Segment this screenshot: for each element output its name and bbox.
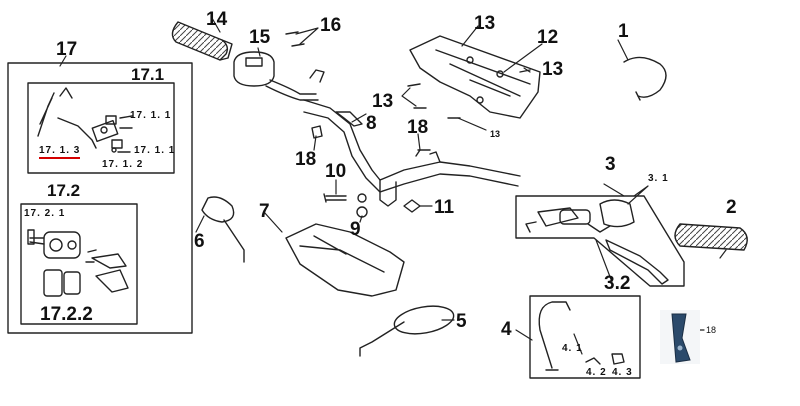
part-17-2-2-pad bbox=[43, 269, 63, 297]
label-17-1-1-a: 17. 1. 1 bbox=[130, 110, 172, 121]
label-13-a: 13 bbox=[474, 13, 496, 34]
label-2: 2 bbox=[726, 197, 737, 218]
label-17-1-1-b: 17. 1. 1 bbox=[134, 145, 176, 156]
part-8-handlebar bbox=[303, 99, 521, 207]
part-17-1-3-lever bbox=[57, 117, 97, 149]
part-4-cable bbox=[538, 301, 571, 369]
box-17 bbox=[7, 62, 193, 334]
label-15: 15 bbox=[249, 27, 271, 48]
label-6: 6 bbox=[194, 231, 205, 252]
label-9: 9 bbox=[350, 219, 361, 240]
label-18-a: 18 bbox=[295, 149, 317, 170]
label-8: 8 bbox=[366, 113, 377, 134]
box-3 bbox=[515, 195, 685, 287]
label-17-2: 17.2 bbox=[47, 181, 81, 200]
label-17-2-1: 17. 2. 1 bbox=[24, 208, 66, 219]
label-3-2: 3.2 bbox=[604, 273, 631, 294]
label-12: 12 bbox=[537, 27, 559, 48]
label-1: 1 bbox=[618, 21, 629, 42]
label-7: 7 bbox=[259, 201, 270, 222]
label-3-1: 3. 1 bbox=[648, 173, 669, 184]
box-17-1 bbox=[27, 82, 175, 174]
label-4-3: 4. 3 bbox=[612, 367, 633, 378]
part-2-grip bbox=[674, 223, 748, 251]
label-4: 4 bbox=[501, 319, 512, 340]
label-17: 17 bbox=[56, 39, 78, 60]
label-4-1: 4. 1 bbox=[562, 343, 583, 354]
part-17-2-caliper bbox=[43, 231, 81, 259]
label-3: 3 bbox=[605, 154, 616, 175]
label-11: 11 bbox=[434, 197, 455, 218]
part-15-switch bbox=[233, 51, 325, 101]
label-4-2: 4. 2 bbox=[586, 367, 607, 378]
part-18-photo bbox=[660, 310, 700, 364]
part-12-bracket bbox=[409, 35, 541, 119]
label-16: 16 bbox=[320, 15, 342, 36]
part-6-mirror bbox=[201, 196, 245, 263]
label-13-b: 13 bbox=[542, 59, 564, 80]
part-7-cover bbox=[285, 223, 405, 297]
part-5-mirror bbox=[359, 305, 455, 357]
label-18-b: 18 bbox=[407, 117, 429, 138]
label-17-1: 17.1 bbox=[131, 65, 165, 84]
part-17-1-lever bbox=[37, 92, 55, 137]
label-17-1-3: 17. 1. 3 bbox=[39, 146, 81, 159]
label-13-d: 13 bbox=[490, 129, 501, 139]
label-17-2-2: 17.2.2 bbox=[40, 304, 93, 325]
part-14-grip bbox=[171, 21, 233, 61]
label-10: 10 bbox=[325, 161, 347, 182]
label-17-1-2: 17. 1. 2 bbox=[102, 159, 144, 170]
part-3-2-lever bbox=[605, 239, 669, 285]
label-18-photo: 18 bbox=[706, 325, 717, 335]
label-14: 14 bbox=[206, 9, 228, 30]
part-3-switch bbox=[525, 199, 635, 233]
part-1-cable bbox=[623, 56, 667, 98]
label-5: 5 bbox=[456, 311, 467, 332]
label-13-c: 13 bbox=[372, 91, 394, 112]
box-4 bbox=[529, 295, 641, 379]
box-17-2 bbox=[20, 203, 138, 325]
